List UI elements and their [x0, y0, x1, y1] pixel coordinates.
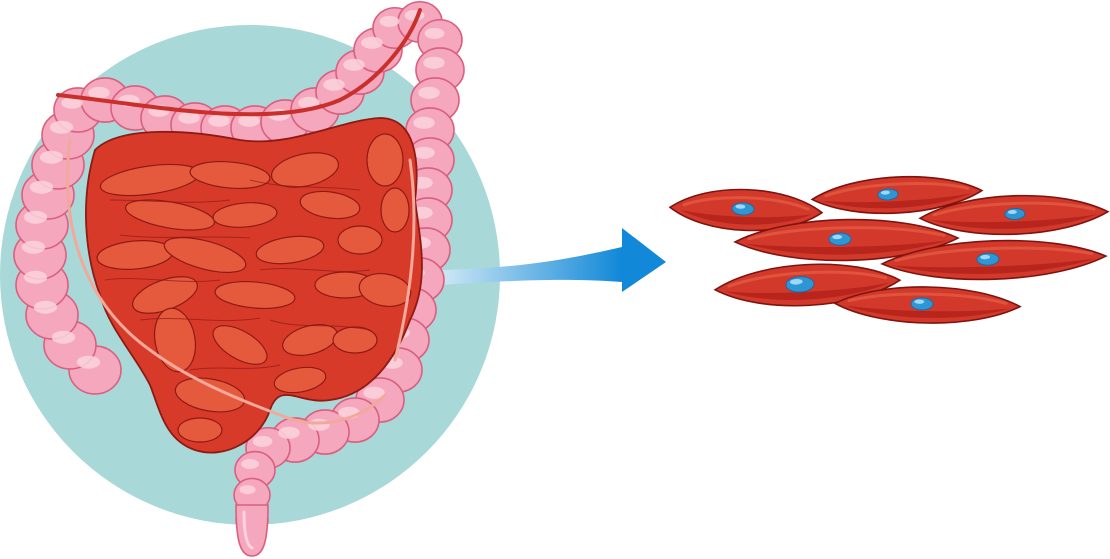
small-intestine-loop: [299, 190, 361, 220]
cell-highlight: [847, 292, 1008, 305]
colon-lobe-highlight: [423, 56, 445, 69]
small-intestine-loop: [177, 417, 223, 443]
small-intestine-loop: [358, 273, 412, 307]
small-intestine-loop: [189, 160, 271, 190]
nucleus-highlight: [980, 254, 991, 260]
small-intestine-fold: [259, 268, 371, 272]
smooth-muscle-cell: [668, 188, 824, 232]
blood-vessel-line: [56, 8, 422, 117]
small-intestine-loop: [255, 235, 325, 265]
cell-highlight: [682, 196, 810, 211]
cell-nucleus: [828, 232, 852, 246]
rectum-highlight: [242, 510, 254, 550]
nucleus-highlight: [790, 278, 803, 285]
small-intestine: [85, 117, 423, 454]
smooth-muscle-cell: [810, 175, 984, 215]
small-intestine-loop: [212, 325, 268, 365]
cell-nucleus: [910, 297, 934, 311]
colon-lobe-highlight: [252, 435, 273, 447]
small-intestine-fold: [104, 278, 221, 282]
smooth-muscle-cells: [668, 175, 1110, 324]
nucleus-highlight: [880, 190, 890, 195]
colon-lobe-highlight: [413, 116, 435, 129]
colon-lobe-highlight: [29, 180, 54, 194]
colon-lobe-highlight: [61, 96, 83, 109]
colon-lobe-highlight: [88, 86, 110, 99]
arrow-right-icon: [440, 228, 666, 292]
small-intestine-fold: [109, 199, 231, 203]
colon-lobe-highlight: [323, 78, 345, 91]
colon-lobe-highlight: [23, 210, 48, 224]
small-intestine-fold: [269, 319, 371, 331]
cell-highlight: [894, 246, 1094, 262]
cell-shade: [679, 209, 812, 225]
small-intestine-loop: [270, 152, 340, 188]
cell-shade: [822, 193, 973, 209]
colon-lobe-highlight: [361, 36, 383, 49]
colon-lobe-highlight: [33, 300, 58, 314]
cell-nucleus: [1004, 207, 1026, 220]
colon-lobe-highlight: [379, 15, 400, 27]
small-intestine-fold: [119, 234, 251, 239]
smooth-muscle-cell: [880, 239, 1108, 281]
nucleus-highlight: [1007, 210, 1017, 215]
colon-lobe-highlight: [23, 270, 48, 284]
cell-nucleus: [731, 202, 755, 216]
colon-lobe-highlight: [363, 386, 385, 399]
small-intestine-fold: [139, 317, 261, 322]
small-intestine-loop: [337, 225, 383, 255]
arrow-head: [622, 228, 666, 292]
colon-lobe-highlight: [418, 86, 440, 99]
blood-vessels: [56, 8, 422, 425]
nucleus-highlight: [914, 299, 925, 304]
small-intestine-loop: [212, 202, 278, 228]
colon-lobe-highlight: [208, 114, 230, 127]
cell-shade: [745, 240, 949, 255]
smooth-muscle-cell: [918, 194, 1110, 236]
colon-lobe-highlight: [239, 485, 256, 495]
arrow-shaft: [440, 247, 622, 285]
small-intestine-loop: [332, 326, 378, 354]
nucleus-highlight: [735, 204, 746, 209]
smooth-muscle-cell: [833, 286, 1022, 324]
cell-shade: [844, 305, 1010, 318]
colon-lobe-highlight: [298, 96, 320, 109]
colon-lobe-highlight: [178, 111, 200, 124]
colon-lobe-highlight: [76, 355, 101, 369]
cell-shade: [930, 214, 1099, 229]
colon-lobe-highlight: [424, 27, 445, 39]
colon-lobe-highlight: [241, 459, 259, 469]
colon-lobe-highlight: [21, 240, 46, 254]
small-intestine-loop: [380, 187, 410, 233]
colon-lobe-highlight: [238, 114, 260, 127]
colon-lobe-highlight: [278, 426, 300, 439]
small-intestine-loop: [214, 280, 296, 310]
cell-highlight: [747, 226, 946, 241]
cell-highlight: [824, 182, 970, 198]
colon-lobe-highlight: [343, 58, 365, 71]
small-intestine-fold: [189, 364, 281, 371]
colon-lobe-highlight: [39, 150, 64, 164]
nucleus-highlight: [832, 234, 843, 240]
cell-shade: [892, 258, 1097, 274]
small-intestine-loop: [273, 366, 327, 394]
cell-highlight: [932, 201, 1096, 217]
small-intestine-loop: [163, 237, 247, 273]
small-intestine-loop: [366, 133, 404, 187]
nerve-line: [393, 158, 416, 362]
colon-lobe-highlight: [51, 330, 76, 344]
cell-nucleus: [976, 252, 1000, 266]
cell-shade: [725, 282, 890, 300]
nerve-line: [66, 138, 387, 425]
small-intestine-fold: [249, 179, 361, 191]
cell-highlight: [727, 270, 888, 288]
colon-lobe-highlight: [49, 120, 74, 134]
colon-lobe-highlight: [308, 418, 330, 431]
smooth-muscle-cell: [733, 218, 960, 262]
colon-lobe-highlight: [413, 146, 435, 159]
